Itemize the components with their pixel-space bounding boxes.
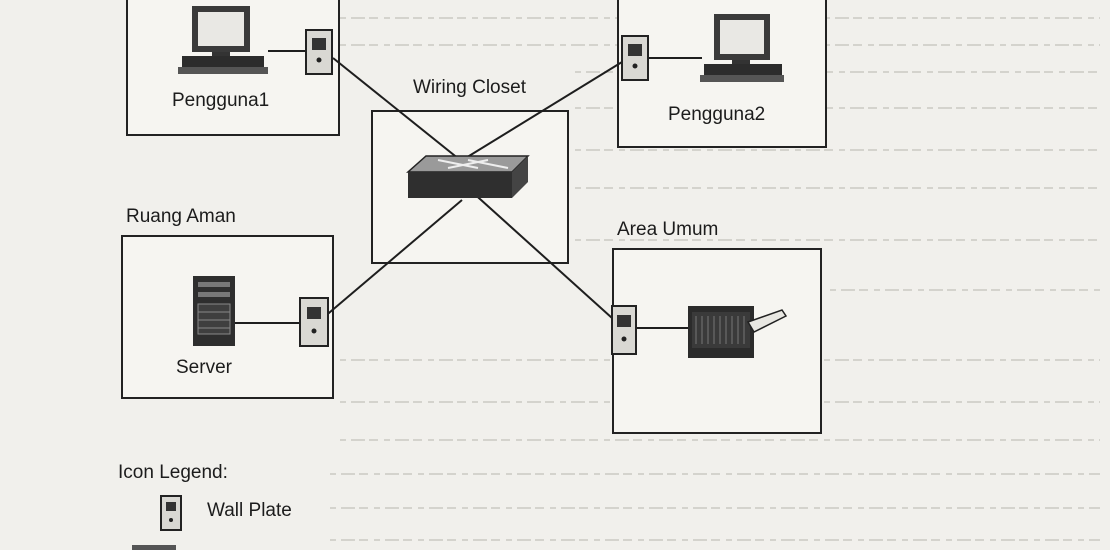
server-tower-icon (193, 276, 235, 346)
label-wiring-closet: Wiring Closet (413, 77, 526, 98)
label-secure-room: Ruang Aman (126, 206, 236, 227)
desktop-computer-icon (700, 14, 784, 82)
network-switch-icon (406, 155, 530, 198)
legend-title: Icon Legend: (118, 462, 228, 483)
wall-plate-icon (160, 495, 182, 531)
legend-wall-plate-label: Wall Plate (207, 500, 292, 521)
label-public-area: Area Umum (617, 219, 719, 240)
cable-server-to-switch (322, 199, 463, 319)
printer-icon (688, 306, 788, 358)
switch-legend-icon (132, 545, 176, 550)
label-server: Server (176, 357, 232, 378)
label-user2: Pengguna2 (668, 104, 766, 125)
wall-plate-icon (611, 305, 637, 355)
label-user1: Pengguna1 (172, 90, 270, 111)
wall-plate-icon (299, 297, 329, 347)
desktop-computer-icon (178, 6, 268, 74)
wall-plate-icon (621, 35, 649, 81)
cable-printer-to-switch (469, 189, 613, 319)
wall-plate-icon (305, 29, 333, 75)
